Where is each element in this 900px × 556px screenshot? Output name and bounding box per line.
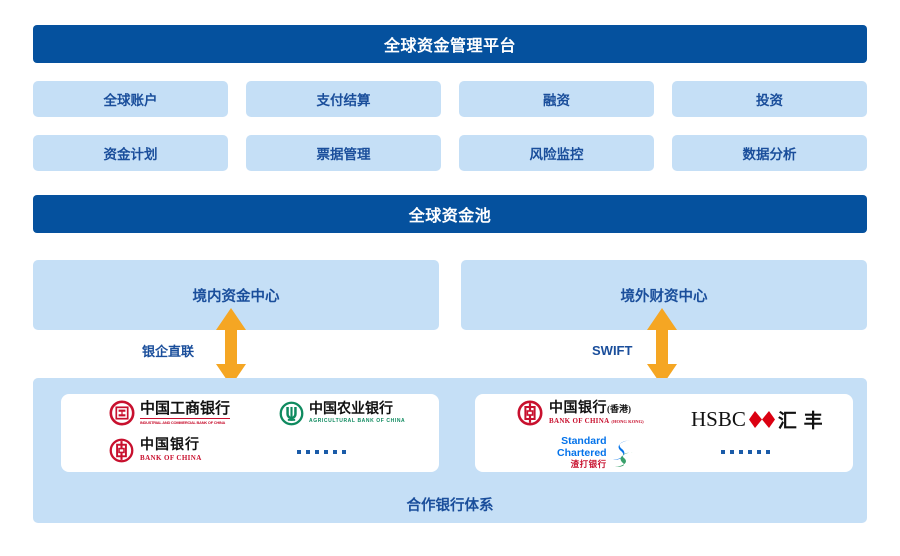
boc-en-name: BANK OF CHINA [140,454,202,462]
bank-logo-boc[interactable]: 中国银行 BANK OF CHINA [109,438,202,463]
boc-hk-cn-suffix: (香港) [607,404,631,414]
boc-cn-name: 中国银行 [140,438,200,453]
double-arrow-vertical-icon-right [642,308,682,386]
ellipsis-dots-icon [721,450,770,454]
module-payment-settlement[interactable]: 支付结算 [246,81,441,117]
offshore-bank-card: 中国银行 (香港) BANK OF CHINA (HONG KONG) HSBC [475,394,853,472]
sc-en-line2: Chartered [557,446,607,459]
partner-bank-panel-title: 合作银行体系 [406,497,494,514]
sc-en-line1: Standard [561,435,607,447]
sc-cn-name: 渣打银行 [570,459,607,469]
standard-chartered-logo-icon [612,439,633,467]
module-risk-monitoring[interactable]: 风险监控 [459,135,654,171]
module-row-2: 资金计划 票据管理 风险监控 数据分析 [33,135,867,171]
bank-logo-icbc[interactable]: 中国工商银行 INDUSTRIAL AND COMMERCIAL BANK OF… [109,399,231,426]
bank-logo-hsbc[interactable]: HSBC 汇 丰 [691,406,824,433]
connector-label-bank-direct-link: 银企直联 [142,343,195,359]
module-global-account[interactable]: 全球账户 [33,81,228,117]
module-row-1: 全球账户 支付结算 融资 投资 [33,81,867,117]
hsbc-en-name: HSBC [691,407,746,431]
icbc-cn-name: 中国工商银行 [140,399,231,417]
abc-cn-name: 中国农业银行 [309,402,393,417]
ellipsis-dots-icon [297,450,346,454]
bank-logo-boc-hongkong[interactable]: 中国银行 (香港) BANK OF CHINA (HONG KONG) [517,400,644,426]
boc-hk-en-name: BANK OF CHINA [549,417,610,425]
hsbc-cn-name: 汇 丰 [777,411,824,432]
bank-logo-standard-chartered[interactable]: Standard Chartered 渣打银行 [557,435,635,469]
boc-hk-cn-name: 中国银行 [549,401,607,416]
connector-label-swift: SWIFT [592,342,633,358]
partner-bank-panel: 中国工商银行 INDUSTRIAL AND COMMERCIAL BANK OF… [33,378,867,523]
boc-hk-logo-icon [517,400,543,426]
global-fund-pool-banner: 全球资金池 [33,195,867,233]
module-financing[interactable]: 融资 [459,81,654,117]
module-fund-planning[interactable]: 资金计划 [33,135,228,171]
more-domestic-banks[interactable] [297,450,346,454]
platform-banner: 全球资金管理平台 [33,25,867,63]
boc-hk-en-suffix: (HONG KONG) [611,419,644,424]
icbc-logo-icon [109,400,135,426]
hsbc-hexagon-icon [748,411,775,428]
abc-logo-icon [279,401,304,426]
domestic-bank-card: 中国工商银行 INDUSTRIAL AND COMMERCIAL BANK OF… [61,394,439,472]
module-data-analysis[interactable]: 数据分析 [672,135,867,171]
more-offshore-banks[interactable] [721,450,770,454]
boc-logo-icon [109,438,134,463]
icbc-en-name: INDUSTRIAL AND COMMERCIAL BANK OF CHINA [140,420,226,426]
bank-logo-abc[interactable]: 中国农业银行 AGRICULTURAL BANK OF CHINA [279,401,405,426]
icbc-underline [140,417,231,420]
double-arrow-vertical-icon-left [211,308,251,386]
abc-en-name: AGRICULTURAL BANK OF CHINA [309,418,406,424]
module-bill-management[interactable]: 票据管理 [246,135,441,171]
module-investment[interactable]: 投资 [672,81,867,117]
